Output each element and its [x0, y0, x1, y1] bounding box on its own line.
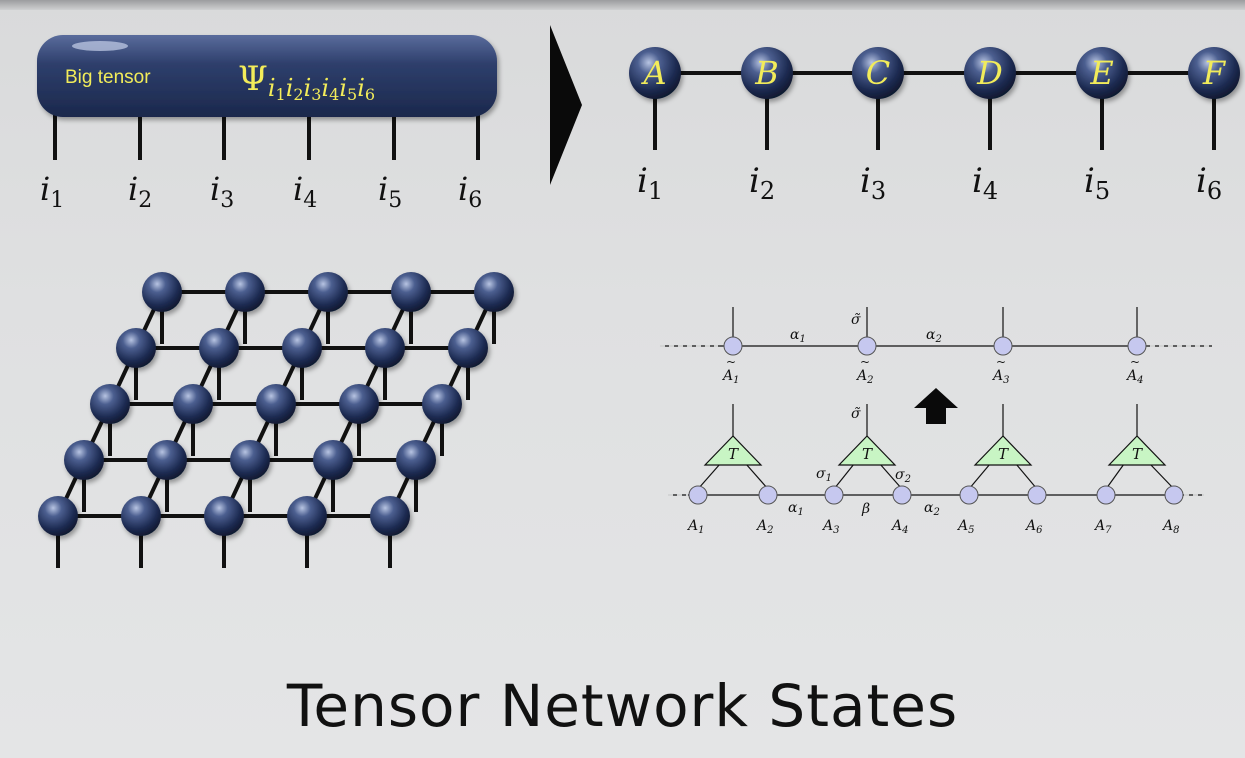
svg-text:β: β [861, 501, 870, 517]
big-tensor-label: Big tensor [65, 67, 151, 88]
page-title: Tensor Network States [286, 672, 959, 740]
peps-node [116, 328, 156, 368]
peps-node [204, 496, 244, 536]
mps-node-labels: A B C D E F [640, 54, 1226, 92]
mps-node-b [741, 47, 793, 99]
peps-node [90, 384, 130, 424]
svg-text:A4: A4 [890, 518, 909, 536]
svg-text:α2: α2 [926, 327, 942, 345]
svg-text:A1: A1 [686, 518, 705, 536]
mps-label-d: D [976, 54, 1003, 92]
peps-node [256, 384, 296, 424]
svg-text:A5: A5 [956, 518, 975, 536]
svg-text:i6: i6 [458, 170, 482, 213]
peps-node [142, 272, 182, 312]
peps-node [339, 384, 379, 424]
peps-node [422, 384, 462, 424]
svg-text:A3: A3 [991, 368, 1010, 386]
svg-text:~: ~ [996, 355, 1006, 369]
svg-text:A6: A6 [1024, 518, 1043, 536]
mps-chain: A B C D E F i1 i2 i3 i4 i5 i6 [629, 47, 1240, 205]
mps-node-e [1076, 47, 1128, 99]
mps-label-e: E [1089, 54, 1113, 92]
svg-text:α1: α1 [788, 500, 804, 518]
svg-text:i2: i2 [749, 161, 775, 205]
peps-node [121, 496, 161, 536]
svg-text:i1: i1 [40, 170, 64, 213]
peps-node [38, 496, 78, 536]
mps-label-f: F [1202, 54, 1227, 92]
peps-node [199, 328, 239, 368]
svg-text:i2: i2 [128, 170, 152, 213]
peps-node [225, 272, 265, 312]
peps-node [370, 496, 410, 536]
mps-node-a [629, 47, 681, 99]
peps-node [230, 440, 270, 480]
top-sigma: σ̃ [851, 312, 861, 328]
svg-text:i3: i3 [210, 170, 234, 213]
svg-text:σ1: σ1 [816, 466, 832, 484]
svg-text:A4: A4 [1125, 368, 1144, 386]
svg-text:~: ~ [1130, 355, 1140, 369]
svg-text:A2: A2 [755, 518, 774, 536]
svg-text:i5: i5 [1084, 161, 1110, 205]
top-strip [0, 0, 1245, 10]
svg-text:i4: i4 [972, 161, 998, 205]
peps-node [308, 272, 348, 312]
svg-text:i5: i5 [378, 170, 402, 213]
svg-text:T: T [728, 445, 739, 463]
peps-node [365, 328, 405, 368]
mps-node-c [852, 47, 904, 99]
renormalization-diagram: α1 α2 σ̃ A1 A2 A3 A4 ~ ~ ~ ~ [660, 307, 1212, 536]
svg-text:T: T [862, 445, 873, 463]
peps-node [474, 272, 514, 312]
svg-text:A8: A8 [1161, 518, 1180, 536]
up-arrow [914, 388, 958, 424]
svg-text:i4: i4 [293, 170, 317, 213]
svg-text:i3: i3 [860, 161, 886, 205]
svg-text:i1: i1 [637, 161, 663, 205]
psi-symbol: Ψi1i2i3i4i5i6 [238, 59, 375, 104]
mps-node-f [1188, 47, 1240, 99]
svg-text:A1: A1 [721, 368, 740, 386]
big-tensor-box [37, 35, 497, 117]
transform-arrow [550, 25, 582, 185]
peps-node [448, 328, 488, 368]
big-tensor-group: Big tensor Ψi1i2i3i4i5i6 i1 i2 i3 i4 i5 … [37, 35, 497, 213]
big-tensor-leg-labels: i1 i2 i3 i4 i5 i6 [40, 170, 482, 213]
mps-label-b: B [754, 54, 779, 92]
svg-text:σ2: σ2 [895, 467, 911, 485]
peps-node [396, 440, 436, 480]
svg-text:α1: α1 [790, 327, 806, 345]
peps-node [287, 496, 327, 536]
svg-text:A7: A7 [1093, 518, 1112, 536]
mps-label-a: A [640, 54, 666, 92]
mps-leg-labels: i1 i2 i3 i4 i5 i6 [637, 161, 1222, 205]
peps-lattice [38, 272, 514, 568]
peps-node [313, 440, 353, 480]
svg-text:T: T [998, 445, 1009, 463]
peps-node [64, 440, 104, 480]
svg-text:α2: α2 [924, 500, 940, 518]
svg-text:A2: A2 [855, 368, 874, 386]
peps-node [391, 272, 431, 312]
mid-sigma: σ̃ [851, 406, 861, 422]
mps-node-d [964, 47, 1016, 99]
peps-node [147, 440, 187, 480]
peps-node [173, 384, 213, 424]
svg-text:~: ~ [726, 355, 736, 369]
svg-text:~: ~ [860, 355, 870, 369]
mps-label-c: C [866, 54, 890, 92]
svg-text:T: T [1132, 445, 1143, 463]
svg-text:i6: i6 [1196, 161, 1222, 205]
svg-text:A3: A3 [821, 518, 840, 536]
peps-node [282, 328, 322, 368]
